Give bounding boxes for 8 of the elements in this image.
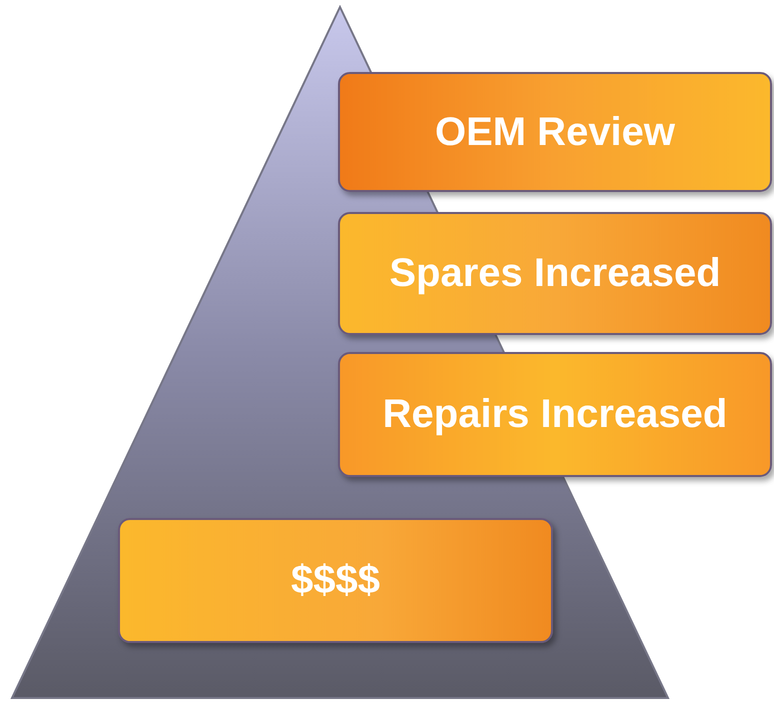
box-label: OEM Review <box>434 110 676 154</box>
box-label: $$$$ <box>291 558 380 603</box>
label-box <box>118 518 553 643</box>
label-box <box>338 72 772 192</box>
box-label: Repairs Increased <box>382 392 728 437</box>
label-box <box>338 212 772 335</box>
box-label: Spares Increased <box>389 251 721 296</box>
label-box <box>338 352 772 477</box>
